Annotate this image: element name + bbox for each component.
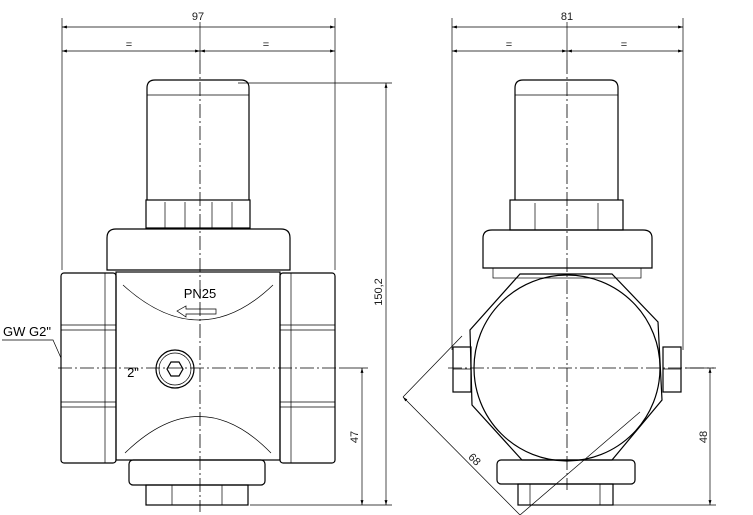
hex-dimension-68: 68 bbox=[402, 335, 641, 515]
side-width-label: 81 bbox=[561, 11, 573, 23]
valve-body: PN25 2" bbox=[115, 271, 281, 461]
thread-callout: GW G2" bbox=[2, 324, 62, 359]
thread-label: GW G2" bbox=[3, 324, 51, 339]
side-hex-nut bbox=[509, 199, 624, 231]
hex-plug-icon bbox=[166, 361, 184, 377]
width-dimension-81: 81 = = bbox=[451, 11, 684, 350]
flow-arrow-icon bbox=[176, 305, 217, 318]
side-cap-tube bbox=[514, 79, 619, 200]
height-dim-label: 150,2 bbox=[373, 278, 385, 306]
half-left-label: = bbox=[126, 39, 132, 51]
side-bottom-cap bbox=[496, 459, 636, 506]
axis-height-dimension-48: 48 bbox=[612, 367, 716, 506]
side-half-left-label: = bbox=[506, 39, 512, 51]
side-half-right-label: = bbox=[621, 39, 627, 51]
width-dim-label: 97 bbox=[192, 11, 204, 23]
bottom-cap bbox=[128, 459, 266, 506]
side-view: 81 = = 48 68 bbox=[402, 11, 716, 515]
axis-height-label: 47 bbox=[349, 431, 361, 443]
hex-nut bbox=[145, 199, 251, 229]
cap-tube bbox=[146, 79, 250, 200]
side-axis-height-label: 48 bbox=[698, 431, 710, 443]
width-dimension-97: 97 = = bbox=[61, 11, 336, 270]
axis-height-dimension-47: 47 bbox=[340, 367, 368, 505]
half-right-label: = bbox=[263, 39, 269, 51]
port-size-marking: 2" bbox=[127, 365, 139, 380]
front-view: 97 = = 150,2 47 bbox=[2, 11, 392, 512]
side-flange bbox=[482, 229, 653, 279]
height-dimension-150: 150,2 bbox=[238, 82, 392, 506]
flange bbox=[106, 228, 291, 271]
hex-dim-label: 68 bbox=[466, 451, 483, 468]
